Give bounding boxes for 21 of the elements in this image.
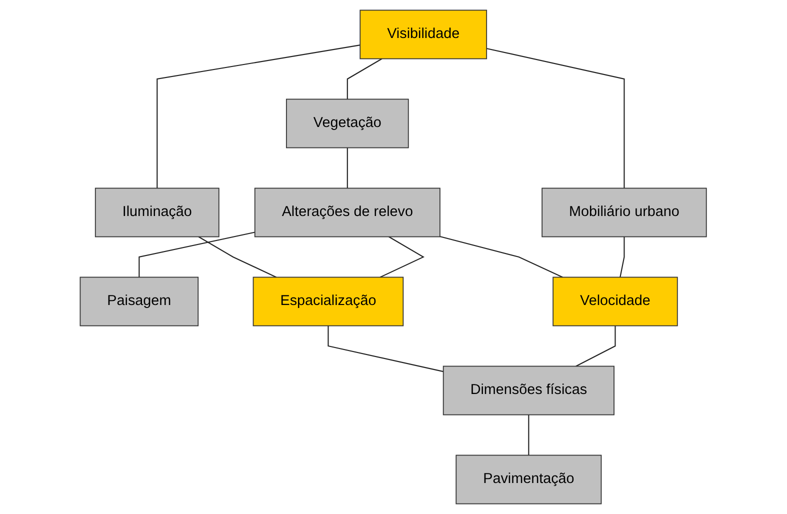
connector [138, 232, 256, 278]
connector [328, 326, 444, 372]
node-box: Velocidade [552, 276, 678, 326]
connector [347, 148, 348, 188]
node-box: Paisagem [80, 276, 199, 326]
node-box: Espacialização [253, 276, 404, 326]
node-box: Visibilidade [360, 10, 488, 60]
connector [198, 236, 277, 278]
connector [440, 236, 564, 278]
node-box: Mobiliário urbano [542, 188, 708, 238]
connector [156, 44, 360, 188]
connector [576, 326, 616, 367]
node-box: Pavimentação [456, 454, 602, 504]
connector [620, 236, 625, 278]
node-box: Alterações de relevo [254, 188, 441, 238]
connector [528, 414, 530, 456]
connector [486, 48, 625, 188]
node-box: Dimensões físicas [443, 366, 615, 416]
connector [347, 58, 382, 100]
node-box: Vegetação [286, 98, 410, 148]
node-box: Iluminação [95, 188, 220, 238]
